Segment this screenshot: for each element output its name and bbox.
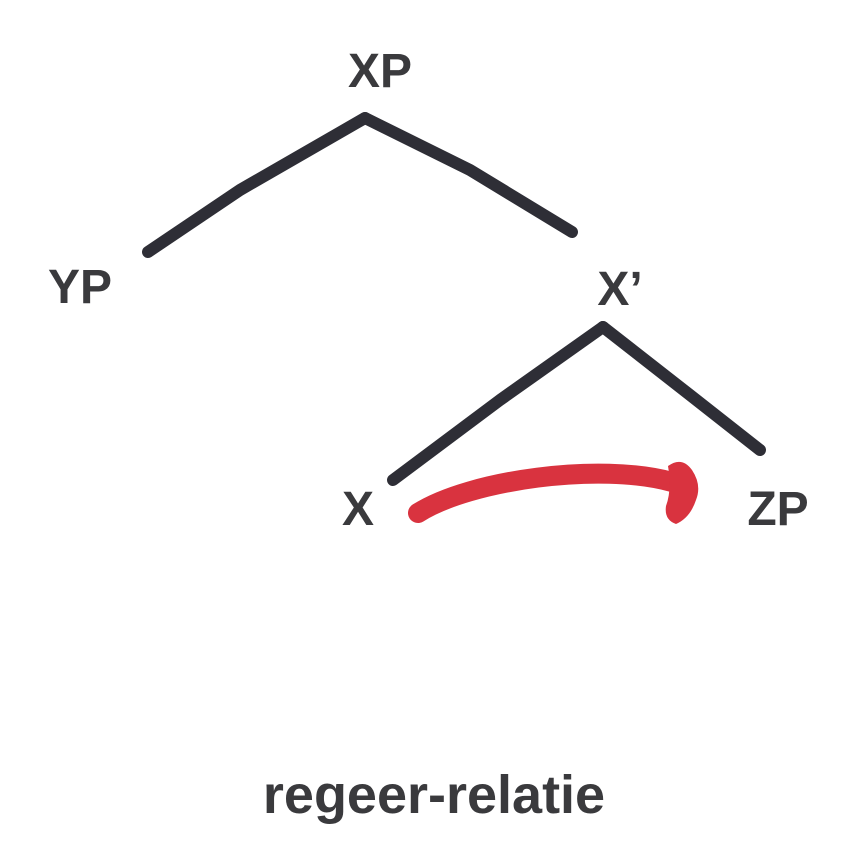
branch-xp-xbar bbox=[359, 112, 578, 238]
node-x: X bbox=[341, 483, 375, 536]
diagram-caption: regeer-relatie bbox=[262, 765, 606, 825]
branch-xbar-zp bbox=[597, 321, 766, 456]
branch-xp-yp bbox=[142, 112, 371, 258]
node-zp: ZP bbox=[747, 483, 809, 536]
government-arrow bbox=[408, 461, 699, 524]
node-yp: YP bbox=[47, 261, 113, 314]
branch-xbar-x bbox=[387, 321, 609, 486]
node-xbar: X’ bbox=[597, 263, 643, 316]
node-xp: XP bbox=[347, 45, 413, 98]
